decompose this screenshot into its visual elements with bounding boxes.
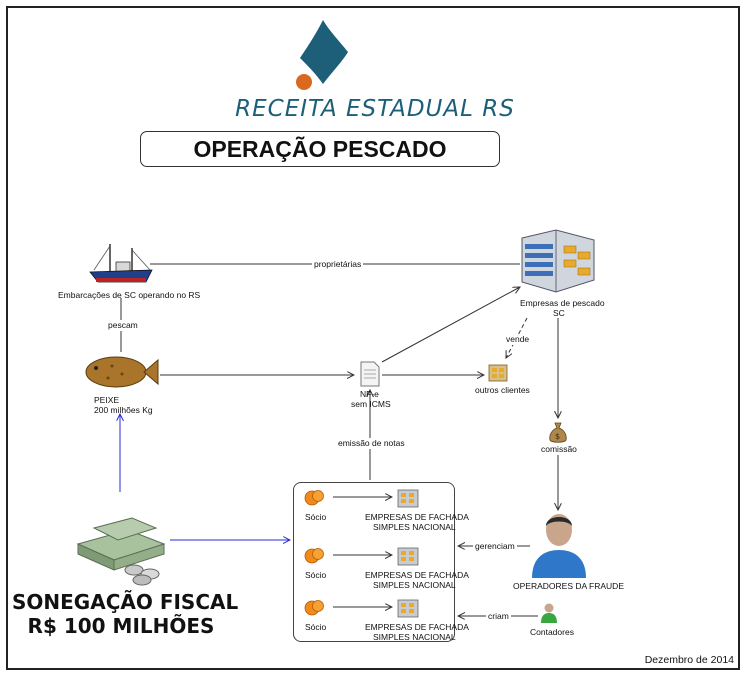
node-nfe-label-2: sem ICMS <box>351 399 391 409</box>
edge-label-create: criam <box>486 611 511 622</box>
money-stack-icon <box>76 517 166 586</box>
node-companies-label-2: SC <box>553 308 565 318</box>
orange-icon <box>304 490 324 506</box>
front-company-label-3a: EMPRESAS DE FACHADA <box>365 622 469 632</box>
front-company-label-1a: EMPRESAS DE FACHADA <box>365 512 469 522</box>
front-companies-group <box>293 482 455 642</box>
brand-name: RECEITA ESTADUAL RS <box>235 96 515 122</box>
node-fish-label-2: 200 milhões Kg <box>94 405 153 415</box>
front-company-icon <box>397 599 419 618</box>
evasion-line-1: SONEGAÇÃO FISCAL <box>12 590 239 614</box>
front-company-icon <box>397 489 419 508</box>
edge-label-sells: vende <box>504 334 532 345</box>
fishing-boat-icon <box>89 244 153 283</box>
node-companies-label-1: Empresas de pescado <box>520 298 605 308</box>
partner-label-3: Sócio <box>305 622 327 632</box>
fish-icon <box>85 356 159 388</box>
edge-label-owners: proprietárias <box>312 259 364 270</box>
edge-nfe-companies <box>381 287 520 363</box>
front-company-icon <box>397 547 419 566</box>
front-company-label-1b: SIMPLES NACIONAL <box>373 522 456 532</box>
node-operators-label: OPERADORES DA FRAUDE <box>513 581 624 591</box>
partner-label-2: Sócio <box>305 570 327 580</box>
node-accountants-label: Contadores <box>530 627 574 637</box>
document-icon <box>360 361 380 387</box>
node-commission-label: comissão <box>541 444 577 454</box>
evasion-line-2: R$ 100 MILHÕES <box>27 614 215 638</box>
front-company-label-2a: EMPRESAS DE FACHADA <box>365 570 469 580</box>
edge-label-fish: pescam <box>106 320 140 331</box>
orange-icon <box>304 548 324 564</box>
node-fish-label-1: PEIXE <box>94 395 120 405</box>
orange-icon <box>304 600 324 616</box>
clients-building-icon <box>488 364 508 382</box>
page-title: OPERAÇÃO PESCADO <box>140 131 500 167</box>
accountant-person-icon <box>541 603 557 623</box>
node-clients-label: outros clientes <box>475 385 530 395</box>
footer-date: Dezembro de 2014 <box>644 654 734 666</box>
operator-person-icon <box>532 514 586 578</box>
svg-text:$: $ <box>555 432 560 441</box>
front-company-label-3b: SIMPLES NACIONAL <box>373 632 456 642</box>
company-building-icon <box>521 229 595 293</box>
edge-label-manage: gerenciam <box>473 541 517 552</box>
money-bag-icon: $ <box>549 422 567 443</box>
edge-label-invoices: emissão de notas <box>336 438 407 449</box>
node-nfe-label-1: NF-e <box>360 389 379 399</box>
front-company-label-2b: SIMPLES NACIONAL <box>373 580 456 590</box>
receita-logo-icon <box>296 20 348 90</box>
node-boats-label: Embarcações de SC operando no RS <box>58 290 201 300</box>
partner-label-1: Sócio <box>305 512 327 522</box>
